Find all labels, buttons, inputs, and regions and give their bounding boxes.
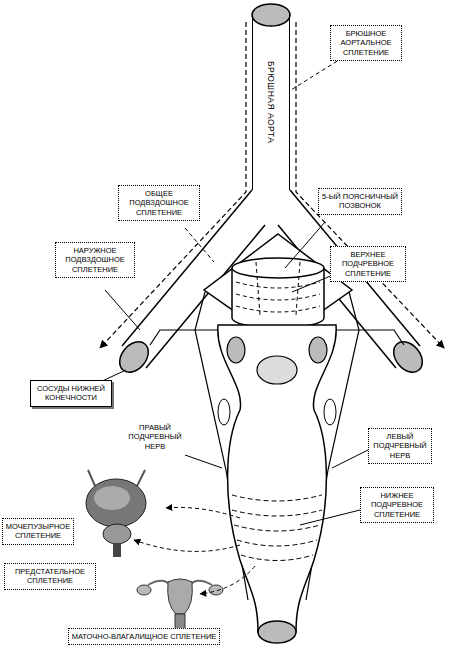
ureter xyxy=(136,470,145,488)
leader-line xyxy=(300,510,360,525)
callout-box: НИЖНЕЕ ПОДЧРЕВНОЕ СПЛЕТЕНИЕ xyxy=(360,487,434,523)
vessel-label: БРЮШНАЯ АОРТА xyxy=(266,61,277,143)
nerve-arrow xyxy=(134,540,240,551)
organ-lumen xyxy=(258,621,296,643)
uterus xyxy=(168,579,193,614)
plexus-fibres xyxy=(236,294,320,300)
leader-connector xyxy=(290,61,337,90)
iliac-lumen xyxy=(114,336,154,377)
leader-line xyxy=(332,450,368,468)
foramen xyxy=(218,399,230,425)
plexus-fibres xyxy=(232,510,322,516)
vertebra-top xyxy=(232,258,324,278)
callout-label: ЛЕВЫЙ ПОДЧРЕВНЫЙ НЕРВ xyxy=(371,432,429,460)
vessel-lumen xyxy=(227,337,245,363)
callout-box: ЛЕВЫЙ ПОДЧРЕВНЫЙ НЕРВ xyxy=(368,428,432,464)
plexus-fibres xyxy=(236,306,320,312)
callout-label: ОБЩЕЕ ПОДВЗДОШНОЕ СПЛЕТЕНИЕ xyxy=(121,189,197,217)
bladder-highlight xyxy=(94,486,130,510)
iliac-lumen xyxy=(388,336,428,377)
callout-box: БРЮШНОЕ АОРТАЛЬНОЕ СПЛЕТЕНИЕ xyxy=(330,25,402,61)
callout-label: ПРАВЫЙ ПОДЧРЕВНЫЙ НЕРВ xyxy=(126,423,184,451)
callout-label: НАРУЖНОЕ ПОДВЗДОШНОЕ СПЛЕТЕНИЕ xyxy=(58,246,132,274)
plexus-fibres xyxy=(236,282,320,288)
organ-lumen xyxy=(257,356,297,384)
leader-line xyxy=(185,228,214,262)
vessel-lumen xyxy=(309,337,327,363)
callout-label: МАТОЧНО-ВЛАГАЛИЩНОЕ СПЛЕТЕНИЕ xyxy=(71,632,217,641)
callout-label: ВЕРХНЕЕ ПОДЧРЕВНОЕ СПЛЕТЕНИЕ xyxy=(333,250,403,278)
urethra xyxy=(113,543,121,557)
callout-box: МОЧЕПУЗЫРНОЕ СПЛЕТЕНИЕ xyxy=(2,518,74,545)
callout-label: ПРЕДСТАТЕЛЬНОЕ СПЛЕТЕНИЕ xyxy=(7,567,93,586)
leader-line xyxy=(185,455,222,468)
aorta-lumen xyxy=(252,4,290,26)
ureter xyxy=(88,470,96,488)
callout-box: НАРУЖНОЕ ПОДВЗДОШНОЕ СПЛЕТЕНИЕ xyxy=(55,242,135,278)
callout-label: 5-ЫЙ ПОЯСНИЧНЫЙ ПОЗВОНОК xyxy=(321,192,399,211)
callout-label: СОСУДЫ НИЖНЕЙ КОНЕЧНОСТИ xyxy=(33,384,109,403)
callout-label: НИЖНЕЕ ПОДЧРЕВНОЕ СПЛЕТЕНИЕ xyxy=(363,491,431,519)
ovary xyxy=(137,585,151,595)
foramen xyxy=(324,399,336,425)
nerve-arrow xyxy=(200,566,255,594)
callout-box: ВЕРХНЕЕ ПОДЧРЕВНОЕ СПЛЕТЕНИЕ xyxy=(330,246,406,282)
callout-label: МОЧЕПУЗЫРНОЕ СПЛЕТЕНИЕ xyxy=(5,522,71,541)
plexus-fibres xyxy=(241,555,313,561)
callout-box: МАТОЧНО-ВЛАГАЛИЩНОЕ СПЛЕТЕНИЕ xyxy=(68,628,220,645)
plexus-fibres xyxy=(232,495,322,501)
leader-line xyxy=(285,222,325,268)
callout-label: БРЮШНОЕ АОРТАЛЬНОЕ СПЛЕТЕНИЕ xyxy=(333,29,399,57)
leader-line xyxy=(105,290,140,330)
ovary xyxy=(209,585,223,595)
nerve-arrow xyxy=(166,507,240,518)
plexus-fibres xyxy=(234,525,320,531)
leader-line xyxy=(292,275,333,292)
plexus-fibres xyxy=(256,262,260,315)
callout-box: 5-ЫЙ ПОЯСНИЧНЫЙ ПОЗВОНОК xyxy=(318,188,402,215)
prostate xyxy=(103,524,131,544)
plexus-fibres xyxy=(237,540,317,546)
callout-box: ПРЕДСТАТЕЛЬНОЕ СПЛЕТЕНИЕ xyxy=(4,563,96,590)
rectum-outline xyxy=(218,325,336,632)
callout-box: ОБЩЕЕ ПОДВЗДОШНОЕ СПЛЕТЕНИЕ xyxy=(118,185,200,221)
callout-text-box: ПРАВЫЙ ПОДЧРЕВНЫЙ НЕРВ xyxy=(124,420,186,454)
bladder xyxy=(86,479,146,527)
callout-box: СОСУДЫ НИЖНЕЙ КОНЕЧНОСТИ xyxy=(30,380,112,407)
aorta-tube: БРЮШНАЯ АОРТА xyxy=(252,15,290,190)
